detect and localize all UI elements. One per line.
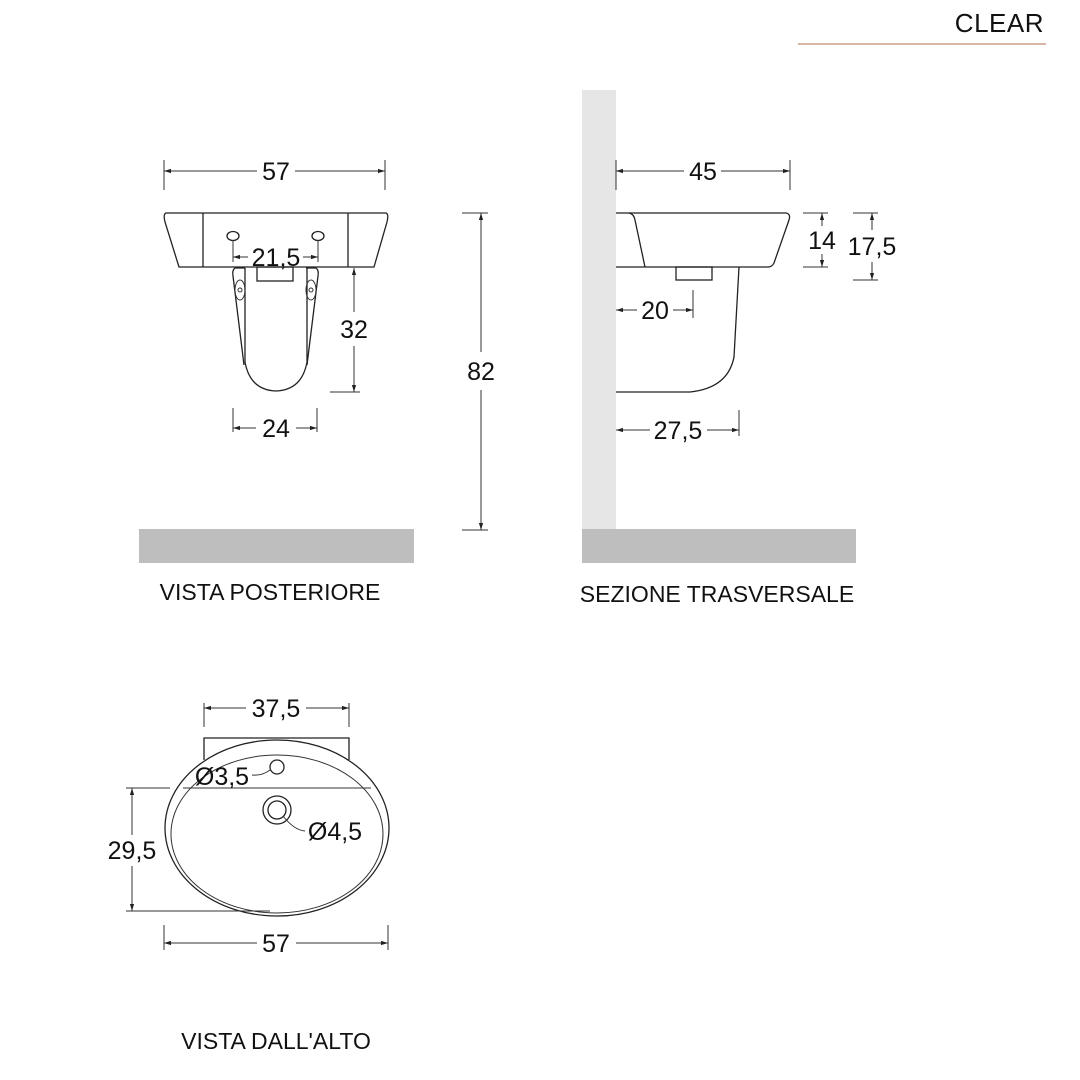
rear-view: 57 21,5 32 24 <box>139 158 495 563</box>
dim-section-depth: 45 <box>689 158 717 186</box>
dim-drain-offset: 20 <box>641 297 669 325</box>
floor-rear <box>139 529 414 563</box>
label-section-view: SEZIONE TRASVERSALE <box>579 581 855 607</box>
dim-pedestal-depth: 27,5 <box>654 417 703 445</box>
label-top-view: VISTA DALL'ALTO <box>181 1028 371 1054</box>
dim-back-width: 37,5 <box>252 695 301 723</box>
dim-rear-width: 57 <box>262 158 290 186</box>
dim-total-height: 82 <box>467 358 495 386</box>
dim-top-depth: 29,5 <box>108 837 157 865</box>
dim-bowl-height: 14 <box>808 227 836 255</box>
brand-logo: CLEAR <box>954 8 1044 38</box>
dim-pedestal-width: 24 <box>262 415 290 443</box>
tap-hole-diameter: Ø3,5 <box>195 763 249 791</box>
brand-underline <box>798 43 1046 45</box>
wall <box>582 90 616 530</box>
top-view: 37,5 Ø3,5 Ø4,5 29,5 57 <box>108 695 390 958</box>
section-view: 45 14 17,5 20 27,5 <box>582 90 896 563</box>
dim-pedestal-height: 32 <box>340 316 368 344</box>
floor-section <box>582 529 856 563</box>
basin-rear-outline <box>163 212 389 268</box>
dim-top-width: 57 <box>262 930 290 958</box>
label-rear-view: VISTA POSTERIORE <box>159 579 381 605</box>
dim-total-bowl-height: 17,5 <box>848 233 897 261</box>
drain-diameter: Ø4,5 <box>308 818 362 846</box>
